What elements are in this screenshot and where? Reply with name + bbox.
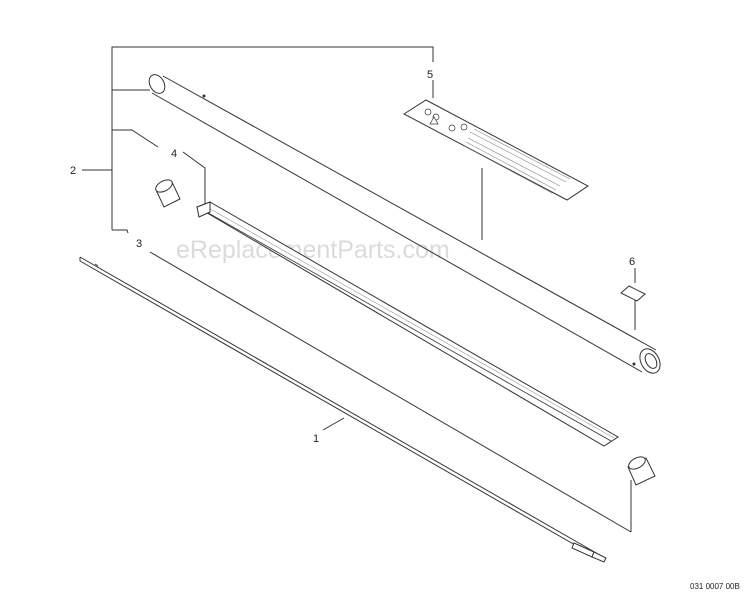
shaft-top-edge bbox=[79, 256, 606, 559]
callout-2: 2 bbox=[70, 165, 76, 177]
callout-3: 3 bbox=[136, 238, 142, 250]
warning-decal bbox=[403, 99, 589, 201]
decal-warning-triangle bbox=[429, 116, 439, 125]
decal-outline bbox=[403, 99, 589, 201]
outer-tube-bore bbox=[644, 353, 658, 369]
shaft-tip bbox=[591, 551, 607, 563]
outer-tube-top-edge bbox=[162, 75, 657, 351]
leader-3-corner bbox=[112, 229, 129, 234]
drawing-code: 031 0007 00B bbox=[690, 582, 740, 591]
watermark-text: eReplacementParts.com bbox=[176, 236, 450, 264]
shaft-spline bbox=[94, 263, 99, 267]
callout-4: 4 bbox=[171, 148, 177, 160]
drive-shaft bbox=[79, 256, 607, 563]
shaft-bottom-edge bbox=[79, 260, 604, 562]
outer-tube bbox=[148, 74, 661, 374]
callout-6: 6 bbox=[629, 256, 635, 268]
leader-bushing-top bbox=[112, 129, 159, 148]
decal-fine-print bbox=[463, 128, 571, 194]
outer-tube-end-cap bbox=[148, 74, 166, 94]
decal-symbol-1 bbox=[424, 108, 432, 116]
liner-inner-groove bbox=[202, 209, 612, 442]
inner-liner bbox=[195, 201, 619, 447]
callout-5: 5 bbox=[427, 69, 433, 81]
leader-4 bbox=[182, 151, 206, 205]
liner-end-face bbox=[196, 201, 211, 218]
liner-rib bbox=[204, 205, 615, 439]
outer-tube-hole-end bbox=[632, 362, 636, 366]
small-plate bbox=[620, 285, 646, 302]
decal-symbol-4 bbox=[460, 123, 468, 131]
bushing-bottom bbox=[627, 456, 656, 486]
bushing-top bbox=[155, 179, 181, 208]
leader-bracket-top bbox=[111, 46, 434, 90]
leader-lines bbox=[82, 46, 636, 533]
outer-tube-hole bbox=[202, 94, 206, 98]
decal-symbol-3 bbox=[448, 124, 456, 132]
outer-tube-bottom-edge bbox=[151, 92, 643, 373]
leader-3 bbox=[149, 251, 632, 533]
callout-1: 1 bbox=[313, 433, 319, 445]
leader-1 bbox=[322, 417, 345, 431]
